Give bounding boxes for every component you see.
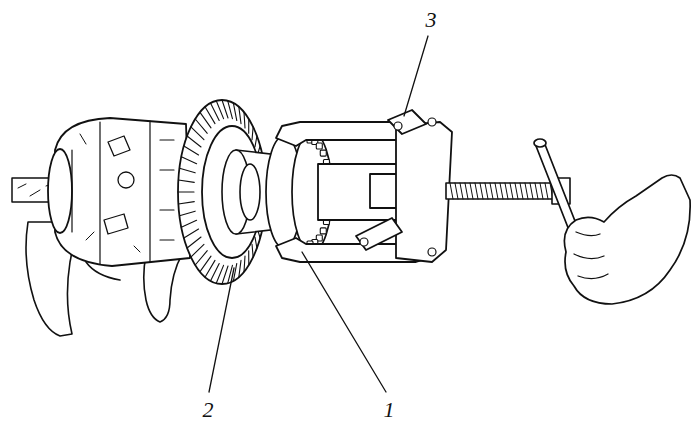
gear-tooth — [252, 127, 253, 140]
callout-number: 2 — [202, 397, 215, 422]
bevel-ring-gear — [178, 100, 266, 284]
right-hand — [564, 175, 690, 304]
gear-tooth — [233, 263, 236, 280]
gear-tooth — [244, 256, 245, 272]
gear-tooth — [233, 103, 236, 120]
screw-thread — [525, 183, 528, 199]
gear-tooth — [187, 237, 201, 248]
leader-lines — [209, 268, 234, 392]
differential-case — [160, 140, 174, 240]
screw-thread — [470, 183, 473, 199]
gear-tooth — [178, 180, 194, 182]
screw-thread — [545, 183, 548, 199]
gear-tooth — [191, 127, 204, 140]
screw-thread — [480, 183, 483, 199]
differential-case — [80, 134, 140, 252]
bearing-puller — [276, 110, 452, 262]
bearing-roller — [320, 228, 326, 234]
screw-thread — [505, 183, 508, 199]
bearing-puller — [360, 118, 436, 256]
gear-tooth — [179, 168, 195, 173]
screw-thread — [520, 183, 523, 199]
callout-wrapper: 3 — [425, 9, 438, 31]
callout-wrapper: 2 — [202, 399, 215, 421]
differential-case — [48, 118, 190, 266]
gear-tooth — [239, 260, 241, 277]
screw-thread — [540, 183, 543, 199]
differential-case — [48, 149, 72, 233]
gear-tooth — [181, 220, 196, 227]
screw-thread — [465, 183, 468, 199]
gear-tooth — [255, 136, 257, 147]
bearing-puller — [318, 164, 404, 220]
gear-tooth — [222, 266, 228, 284]
callout-number: 1 — [383, 397, 396, 422]
gear-tooth — [181, 157, 196, 164]
gear-tooth — [178, 202, 194, 204]
gear-tooth — [195, 251, 207, 265]
screw-thread — [485, 183, 488, 199]
gear-tooth — [244, 112, 245, 128]
gear-tooth — [191, 244, 204, 257]
gear-tooth — [184, 229, 199, 238]
screw-thread — [460, 183, 463, 199]
leader-lines — [302, 252, 386, 392]
screw-thread — [510, 183, 513, 199]
gear-tooth — [252, 244, 253, 257]
gear-tooth — [239, 107, 241, 124]
gear-tooth — [200, 256, 211, 272]
screw-thread — [530, 183, 533, 199]
screw-thread — [500, 183, 503, 199]
gear-tooth — [248, 251, 249, 265]
callout-number: 3 — [425, 7, 438, 32]
bevel-ring-gear — [178, 100, 266, 284]
t-handle — [534, 139, 546, 147]
differential-case — [104, 136, 134, 234]
gear-tooth — [187, 136, 201, 147]
screw-thread — [535, 183, 538, 199]
bearing-puller — [396, 122, 452, 262]
gear-tooth — [179, 211, 195, 216]
gear-tooth — [228, 101, 233, 119]
screw-thread — [475, 183, 478, 199]
bearing-roller — [320, 150, 326, 156]
bearing-puller — [388, 110, 426, 134]
leader-lines — [209, 36, 428, 392]
right-hand — [574, 232, 608, 279]
screw-thread — [450, 183, 453, 199]
puller-screw — [446, 183, 564, 199]
gear-tooth — [222, 100, 228, 118]
bevel-ring-gear — [202, 126, 262, 258]
gear-tooth — [178, 191, 194, 192]
callout-wrapper: 1 — [383, 399, 396, 421]
screw-thread — [515, 183, 518, 199]
gear-hub — [240, 164, 260, 220]
gear-tooth — [216, 101, 223, 119]
gear-tooth — [248, 119, 249, 133]
screw-thread — [490, 183, 493, 199]
screw-thread — [495, 183, 498, 199]
differential-case — [72, 121, 150, 264]
leader-lines — [404, 36, 428, 116]
gear-tooth — [255, 237, 257, 248]
bearing-roller — [316, 143, 322, 149]
screw-thread — [455, 183, 458, 199]
gear-tooth — [195, 119, 207, 133]
differential-case — [55, 118, 190, 266]
right-hand — [564, 175, 690, 304]
gear-tooth — [184, 146, 199, 155]
